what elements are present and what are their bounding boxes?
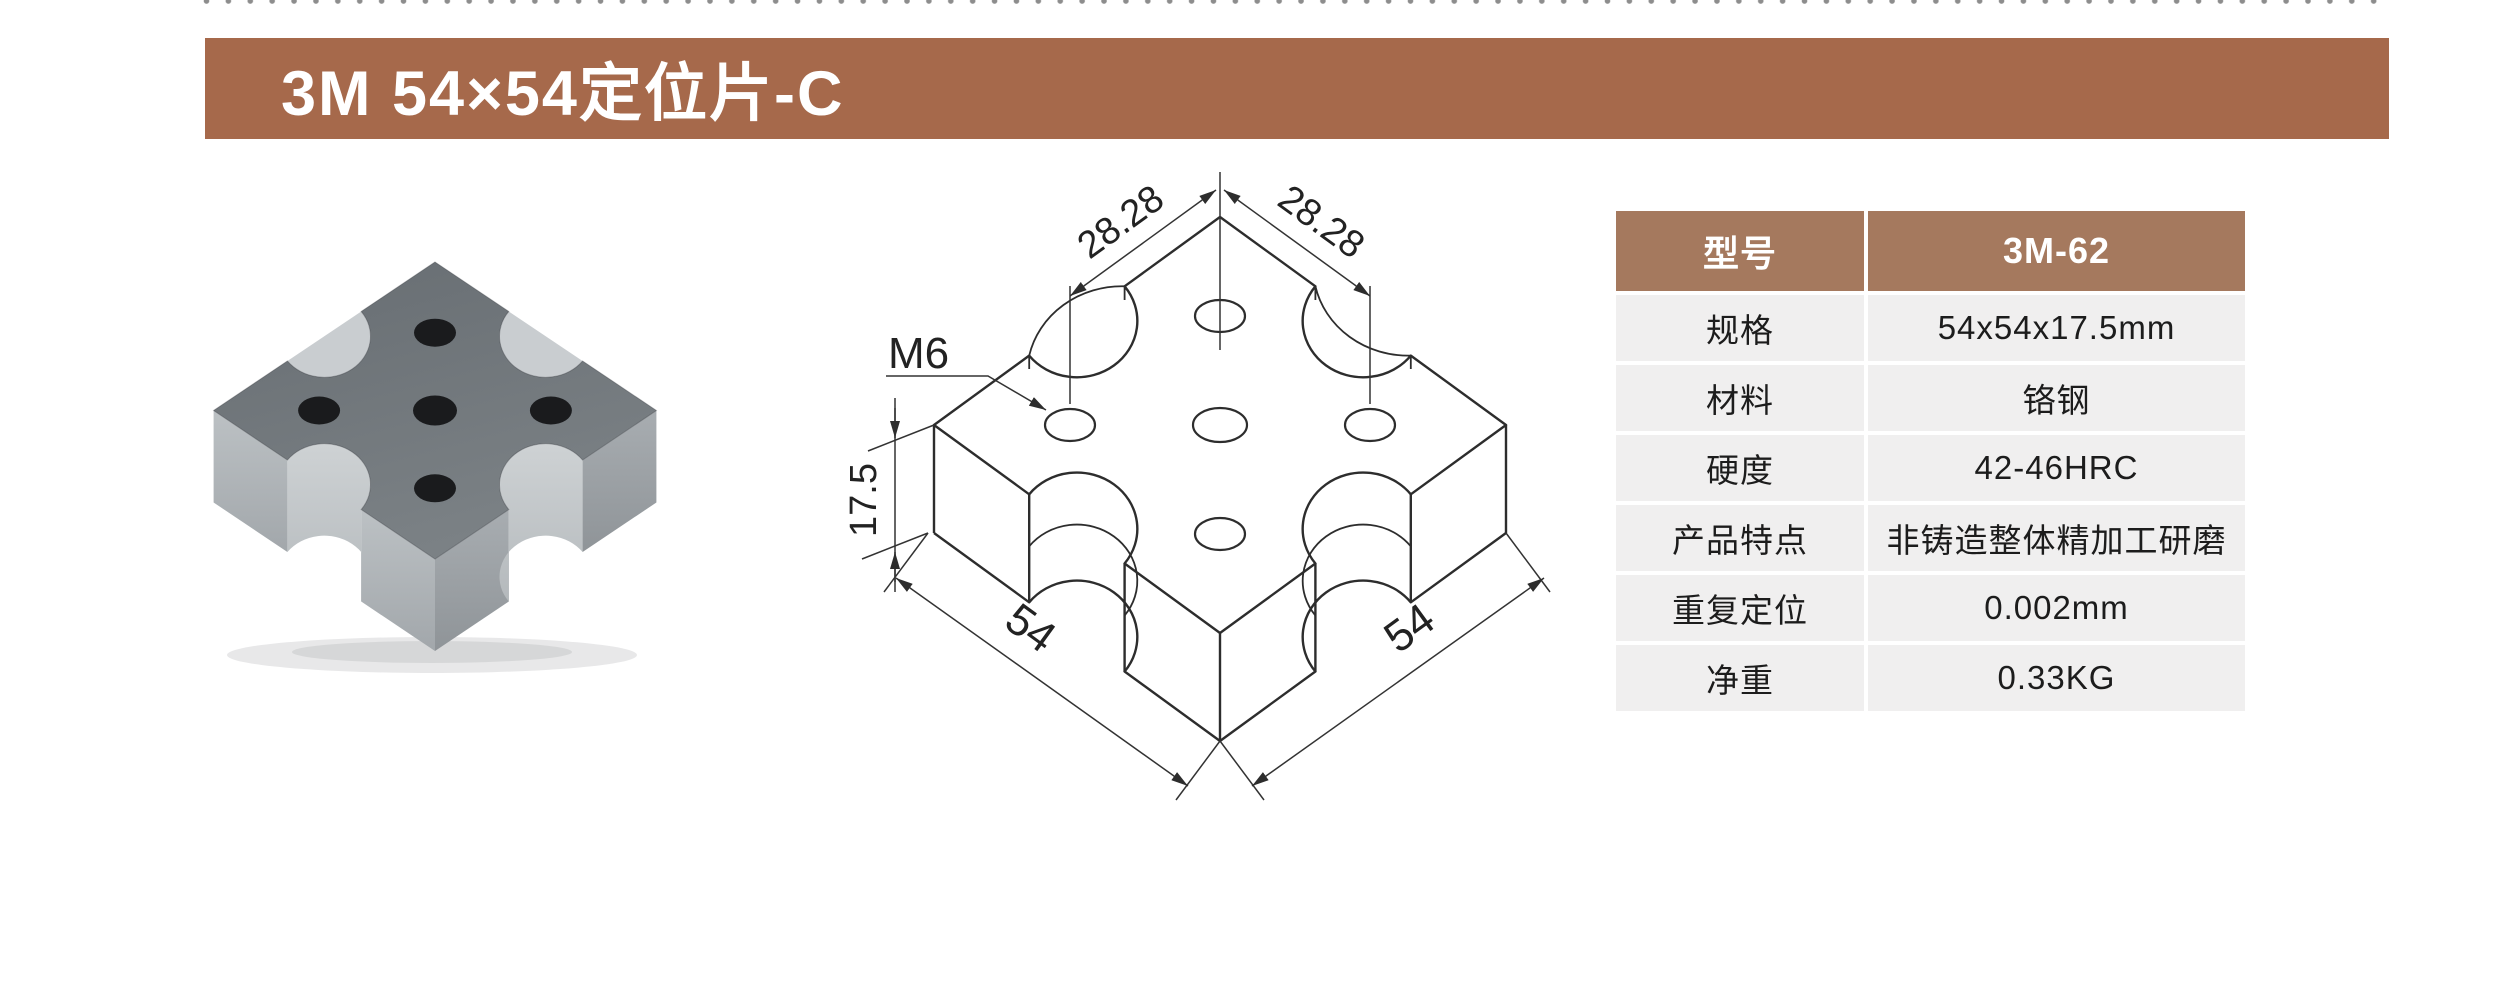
part-notch-southeast [499, 443, 583, 602]
spec-label: 硬度 [1616, 435, 1864, 501]
spec-label: 产品特点 [1616, 505, 1864, 571]
spec-label: 材料 [1616, 365, 1864, 431]
spec-value: 0.33KG [1868, 645, 2245, 711]
part-shadow-core [292, 641, 572, 663]
dim-label-54-right: 54 [1375, 594, 1443, 662]
spec-label: 重复定位 [1616, 575, 1864, 641]
hole-west [298, 396, 341, 425]
dimension-lines [861, 172, 1551, 801]
hole-center [413, 395, 457, 426]
product-3d-render [140, 170, 760, 690]
spec-value: 非铸造整体精加工研磨 [1868, 505, 2245, 571]
dim-label-54-left: 54 [996, 594, 1064, 662]
hole-south [414, 474, 456, 503]
part-notch-northeast [499, 311, 583, 378]
spec-header-value: 3M-62 [1868, 211, 2245, 291]
spec-header-label: 型号 [1616, 211, 1864, 291]
page-top-dotted-border [203, 0, 2391, 7]
title-bar: 3M 54×54定位片-C [205, 38, 2389, 139]
spec-value: 0.002mm [1868, 575, 2245, 641]
part-face-left-west [213, 410, 288, 552]
product-3d-render-svg [212, 261, 658, 673]
thread-label-m6: M6 [888, 329, 949, 378]
dim-label-28-28-right: 28.28 [1270, 177, 1372, 267]
part-face-left-south [361, 509, 435, 651]
spec-table: 型号 3M-62 规格 54x54x17.5mm 材料 铬钢 硬度 42-46H… [1616, 211, 2245, 711]
spec-value: 54x54x17.5mm [1868, 295, 2245, 361]
part-notch-southwest [287, 443, 371, 602]
page-title: 3M 54×54定位片-C [281, 59, 845, 129]
dim-label-28-28-left: 28.28 [1070, 177, 1172, 267]
spec-label: 净重 [1616, 645, 1864, 711]
part-notch-northwest [287, 311, 371, 378]
spec-value: 42-46HRC [1868, 435, 2245, 501]
dim-label-17-5: 17.5 [843, 463, 885, 537]
part-shadow [227, 637, 637, 673]
part-face-right-east [582, 410, 657, 552]
technical-drawing: 28.28 28.28 M6 17.5 54 54 [800, 150, 1600, 830]
hole-north [414, 318, 456, 347]
technical-drawing-svg: 28.28 28.28 M6 17.5 54 54 [843, 172, 1551, 801]
hole-east [529, 396, 572, 425]
part-face-right-south [435, 509, 509, 651]
spec-value: 铬钢 [1868, 365, 2245, 431]
spec-label: 规格 [1616, 295, 1864, 361]
